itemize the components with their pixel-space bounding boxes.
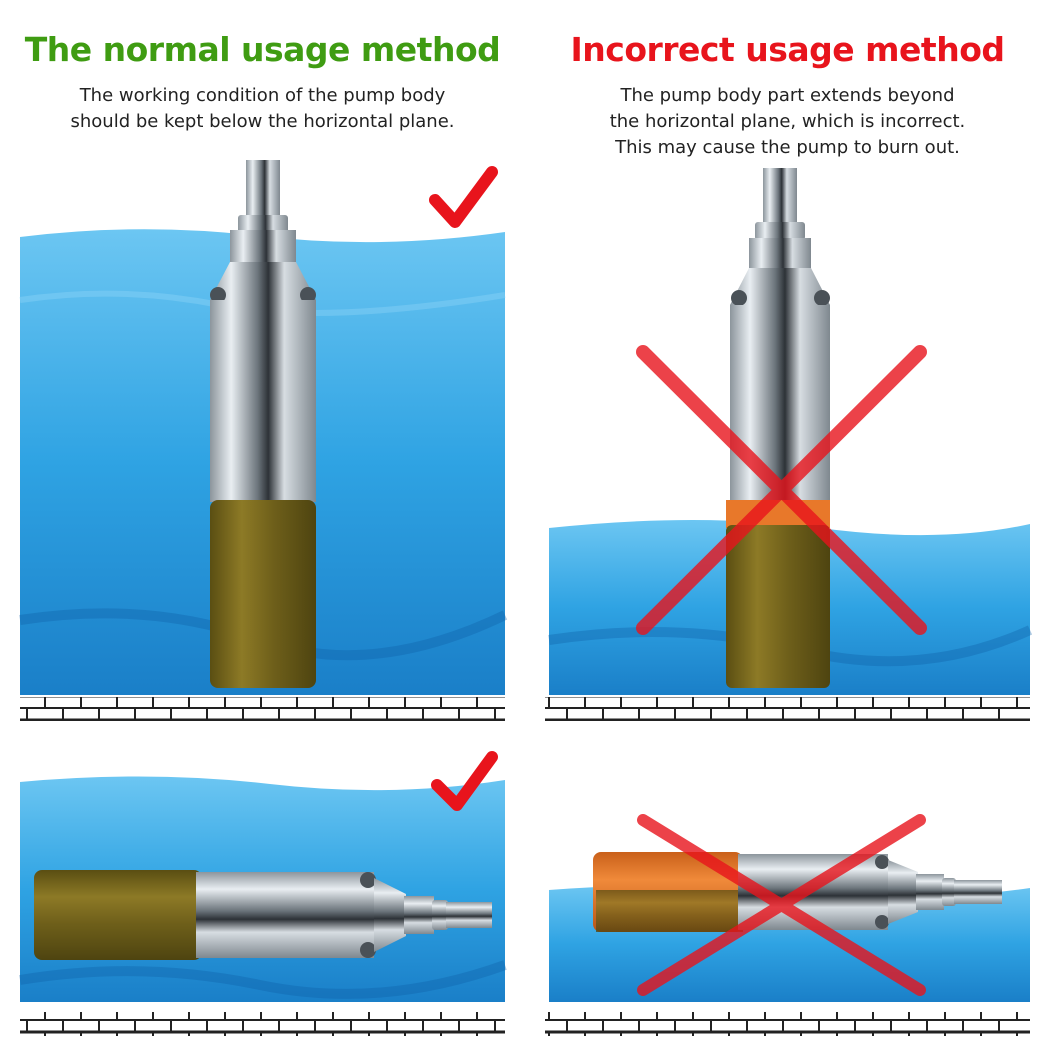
pump-vertical-exposed [726,168,830,688]
correct-usage-description: The working condition of the pump body s… [0,83,525,135]
description-line: should be kept below the horizontal plan… [70,111,455,132]
description-line: The working condition of the pump body [79,85,446,106]
panel-incorrect-horizontal [545,814,1030,1036]
correct-usage-title: The normal usage method [24,30,501,69]
description-line: the horizontal plane, which is incorrect… [609,111,966,132]
check-mark-icon [431,751,498,811]
incorrect-usage-title: Incorrect usage method [570,30,1005,69]
description-line: The pump body part extends beyond [620,85,955,106]
description-line: This may cause the pump to burn out. [615,137,960,158]
check-mark-icon [429,166,498,228]
pump-horizontal [34,870,492,960]
panel-incorrect-vertical [545,168,1033,721]
panel-correct-horizontal [19,751,507,1036]
cross-mark-icon [637,814,926,996]
panel-correct-vertical [19,160,508,721]
pump-vertical [210,160,316,688]
cross-mark-icon [636,345,927,635]
incorrect-usage-description: The pump body part extends beyond the ho… [525,83,1050,161]
